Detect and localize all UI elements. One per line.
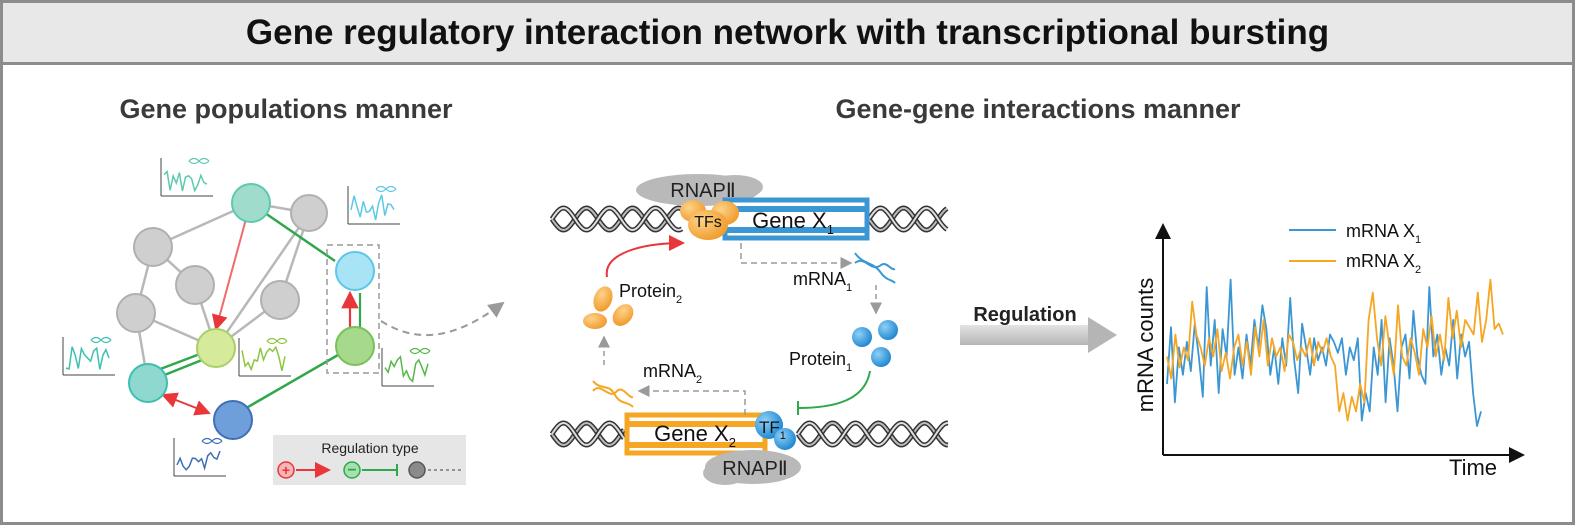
figure-canvas: Gene populations manner bbox=[62, 94, 1525, 485]
gene-x1-label: Gene X1 bbox=[752, 208, 834, 237]
middle-panel-heading: Gene-gene interactions manner bbox=[835, 94, 1241, 124]
gene-node bbox=[231, 183, 271, 223]
gene-node bbox=[260, 280, 300, 320]
regulation-label: Regulation bbox=[973, 304, 1076, 326]
gene-x2-label: Gene X2 bbox=[654, 421, 736, 450]
gene-node bbox=[290, 194, 328, 232]
gene-node bbox=[335, 326, 375, 366]
edge-repression bbox=[264, 211, 336, 263]
mrna-chart: mRNA counts Time mRNA X1 mRNA X2 bbox=[1133, 221, 1525, 480]
legend-repression-symbol: − bbox=[347, 462, 356, 479]
y-axis-label: mRNA counts bbox=[1133, 278, 1158, 413]
chart-series bbox=[1166, 278, 1504, 427]
series-line-1 bbox=[1166, 278, 1482, 427]
mini-burst-plot bbox=[173, 437, 226, 477]
transcription-arrow-1 bbox=[740, 243, 853, 269]
protein2-icon bbox=[583, 286, 634, 329]
tf1-label: TF1 bbox=[759, 418, 786, 442]
tfs-label: TFs bbox=[694, 214, 722, 231]
mrna1-label: mRNA1 bbox=[793, 269, 852, 294]
activation-tfs-arrow bbox=[605, 235, 685, 278]
gene-node bbox=[133, 227, 173, 267]
protein1-icon bbox=[852, 320, 898, 367]
gene-node bbox=[116, 293, 156, 333]
figure-title: Gene regulatory interaction network with… bbox=[245, 12, 1330, 52]
mini-burst-plot bbox=[381, 347, 434, 387]
gene-node bbox=[213, 400, 253, 440]
rnap-top-label: RNAPⅡ bbox=[670, 180, 735, 202]
dna-helix-top bbox=[549, 205, 949, 233]
title-bar: Gene regulatory interaction network with… bbox=[3, 3, 1572, 65]
transcription-arrow-2 bbox=[637, 385, 746, 415]
legend-activation-symbol: + bbox=[282, 462, 290, 478]
series-line-2 bbox=[1166, 278, 1504, 422]
protein1-label: Protein1 bbox=[789, 349, 852, 374]
mini-burst-plots bbox=[62, 157, 434, 477]
repression-symbol-icon bbox=[343, 461, 361, 479]
mrna2-helix-icon bbox=[592, 380, 634, 408]
protein2-label: Protein2 bbox=[619, 281, 682, 306]
unknown-symbol-icon bbox=[408, 461, 426, 479]
zoom-arrow bbox=[380, 301, 505, 336]
dna-helix-bottom bbox=[549, 420, 949, 448]
edge-activation bbox=[211, 218, 247, 331]
legend-title: Regulation type bbox=[321, 440, 419, 456]
gene-node bbox=[335, 251, 375, 291]
edge-repression bbox=[240, 353, 339, 413]
gene-node bbox=[175, 265, 215, 305]
chart-legend: mRNA X1 mRNA X2 bbox=[1289, 221, 1421, 276]
mini-burst-plot bbox=[238, 337, 291, 377]
regulation-arrow: Regulation bbox=[960, 304, 1117, 353]
mini-burst-plot bbox=[160, 157, 213, 197]
x-axis-label: Time bbox=[1449, 455, 1497, 480]
repression-tf1-arrow bbox=[797, 370, 871, 409]
activation-symbol-icon bbox=[277, 461, 295, 479]
rnap-bottom-label: RNAPⅡ bbox=[722, 458, 787, 480]
legend-series-2: mRNA X2 bbox=[1346, 251, 1421, 276]
selection-box bbox=[326, 244, 380, 374]
legend-series-1: mRNA X1 bbox=[1346, 221, 1421, 246]
left-panel-heading: Gene populations manner bbox=[119, 94, 453, 124]
mrna1-helix-icon bbox=[854, 252, 896, 284]
mini-burst-plot bbox=[62, 336, 115, 376]
network-nodes bbox=[116, 183, 375, 440]
tfs-icon bbox=[680, 200, 739, 240]
tf1-icon bbox=[755, 411, 796, 450]
mrna2-label: mRNA2 bbox=[643, 361, 702, 386]
mini-burst-plot bbox=[347, 185, 400, 225]
regulation-legend: Regulation type + − bbox=[273, 435, 466, 485]
edge-repression bbox=[154, 352, 201, 373]
gene-node bbox=[196, 328, 236, 368]
gene-node bbox=[128, 363, 168, 403]
edge-activation bbox=[161, 392, 211, 416]
